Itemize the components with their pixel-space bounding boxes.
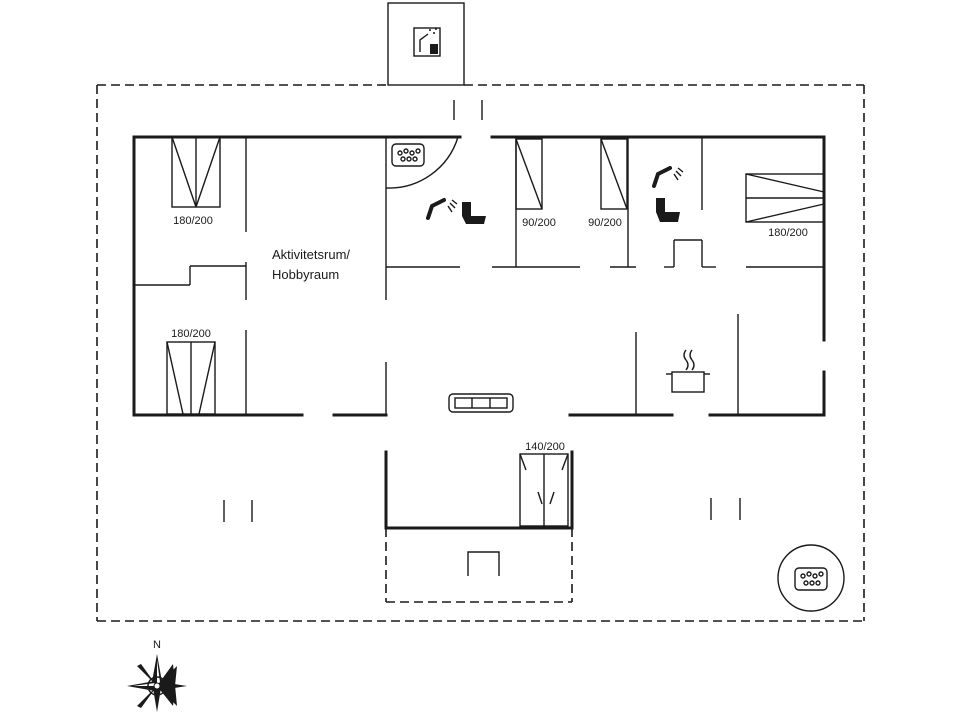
terrace-boundary (96, 84, 865, 622)
bed-size-label: 90/200 (588, 217, 622, 229)
room-label-activity: Aktivitetsrum/ (272, 247, 350, 262)
interior-partitions (134, 136, 824, 415)
bed-southwest: 180/200 (166, 328, 216, 415)
bed-size-label: 180/200 (173, 215, 213, 227)
toilet-icon (462, 202, 486, 224)
outdoor-shower-annex (387, 2, 483, 120)
compass-north-label: N (153, 639, 161, 651)
bed-size-label: 180/200 (768, 227, 808, 239)
walls (132, 135, 826, 530)
bed-size-label: 180/200 (171, 328, 211, 340)
south-terrace (385, 528, 573, 603)
bed-size-label: 90/200 (522, 217, 556, 229)
bed-northeast: 180/200 (745, 173, 825, 239)
bed-single-b: 90/200 (588, 138, 628, 229)
bed-single-a: 90/200 (515, 138, 556, 229)
compass-rose-icon: N (127, 639, 187, 712)
shower-icon (426, 198, 458, 220)
whirlpool-icon (391, 143, 425, 167)
bed-northwest: 180/200 (171, 136, 221, 227)
outdoor-hot-tub-icon (777, 544, 845, 612)
room-label-hobby: Hobbyraum (272, 267, 339, 282)
bed-sofa-bed: 140/200 (519, 441, 569, 527)
outdoor-shower-icon (413, 27, 441, 57)
toilet-icon (656, 198, 680, 222)
cooking-pot-icon (666, 349, 710, 393)
bed-size-label: 140/200 (525, 441, 565, 453)
shower-icon (652, 166, 684, 188)
terrace-markers (223, 498, 741, 522)
sofa-icon (448, 393, 514, 413)
